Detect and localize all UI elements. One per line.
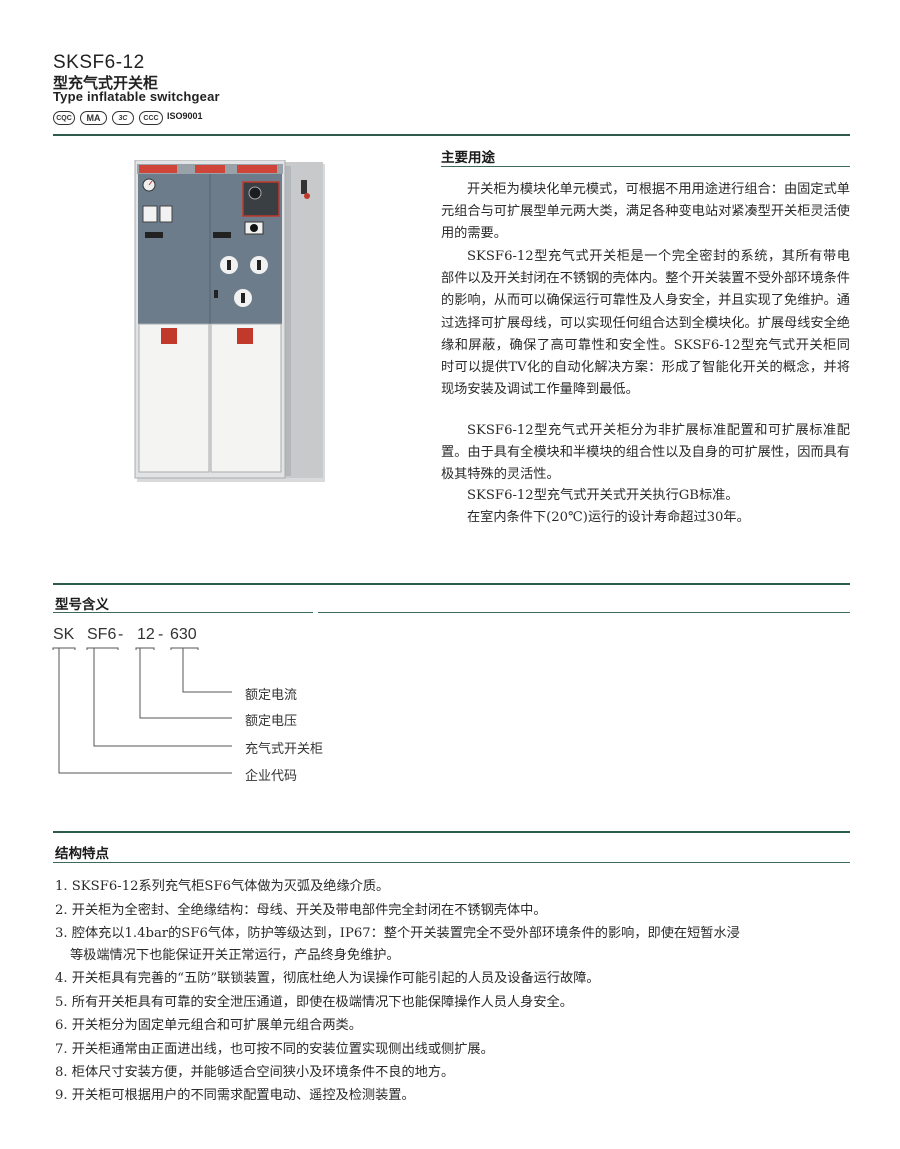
model-meaning-rule-right xyxy=(318,612,850,613)
features-title: 结构特点 xyxy=(55,846,109,862)
feature-item-5: 5. 所有开关柜具有可靠的安全泄压通道，即使在极端情况下也能保障操作人员人身安全… xyxy=(55,995,573,1010)
model-meaning-rule-left xyxy=(53,612,313,613)
usage-section-title: 主要用途 xyxy=(441,150,495,166)
code-630: 630 xyxy=(170,626,197,643)
product-title-en: Type inflatable switchgear xyxy=(53,89,220,104)
feature-item-4: 4. 开关柜具有完善的“五防”联锁装置，彻底杜绝人为误操作可能引起的人员及设备运… xyxy=(55,971,600,986)
ma-cert-icon: MA xyxy=(80,111,107,125)
header-divider xyxy=(53,134,850,136)
usage-paragraph-1: 开关柜为模块化单元模式，可根据不用用途进行组合：由固定式单元组合与可扩展型单元两… xyxy=(441,182,850,242)
feature-item-1: 1. SKSF6-12系列充气柜SF6气体做为灭弧及绝缘介质。 xyxy=(55,879,390,894)
code-sf6: SF6 xyxy=(87,626,117,643)
label-rated-voltage: 额定电压 xyxy=(245,714,298,729)
code-sk: SK xyxy=(53,626,75,643)
features-top-rule xyxy=(53,831,850,833)
feature-item-3: 3. 腔体充以1.4bar的SF6气体，防护等级达到，IP67：整个开关装置完全… xyxy=(55,926,740,941)
usage-paragraph-2: SKSF6-12型充气式开关柜是一个完全密封的系统，其所有带电部件以及开关封闭在… xyxy=(441,249,850,398)
product-title-cn: 型充气式开关柜 xyxy=(53,74,159,92)
features-rule xyxy=(53,862,850,863)
ccc-cert-icon: CCC xyxy=(139,111,163,125)
label-company-code: 企业代码 xyxy=(245,769,298,784)
3c-cert-icon: 3C xyxy=(112,111,134,125)
usage-paragraph-4: SKSF6-12型充气式开关式开关执行GB标准。 xyxy=(467,488,739,503)
feature-item-7: 7. 开关柜通常由正面进出线，也可按不同的安装位置实现侧出线或侧扩展。 xyxy=(55,1042,494,1057)
feature-item-8: 8. 柜体尺寸安装方便，并能够适合空间狭小及环境条件不良的地方。 xyxy=(55,1065,455,1080)
usage-divider xyxy=(441,166,850,167)
cqc-cert-icon: CQC xyxy=(53,111,75,125)
model-meaning-top-rule xyxy=(53,583,850,585)
label-gas-switchgear: 充气式开关柜 xyxy=(245,742,324,757)
product-model: SKSF6-12 xyxy=(53,52,145,73)
feature-item-2: 2. 开关柜为全密封、全绝缘结构：母线、开关及带电部件完全封闭在不锈钢壳体中。 xyxy=(55,903,547,918)
usage-paragraph-3: SKSF6-12型充气式开关柜分为非扩展标准配置和可扩展标准配置。由于具有全模块… xyxy=(441,423,850,483)
model-code-bracket-lines xyxy=(52,647,232,774)
switchgear-photo xyxy=(134,160,325,482)
feature-item-6: 6. 开关柜分为固定单元组合和可扩展单元组合两类。 xyxy=(55,1018,362,1033)
usage-paragraph-5: 在室内条件下(20℃)运行的设计寿命超过30年。 xyxy=(467,510,750,525)
label-rated-current: 额定电流 xyxy=(245,688,298,703)
code-dash-1: - xyxy=(118,626,124,643)
code-dash-2: - xyxy=(158,626,164,643)
feature-item-3-cont: 等极端情况下也能保证开关正常运行，产品终身免维护。 xyxy=(70,948,400,963)
model-meaning-title: 型号含义 xyxy=(55,597,109,613)
feature-item-9: 9. 开关柜可根据用户的不同需求配置电动、遥控及检测装置。 xyxy=(55,1088,415,1103)
iso9001-label: ISO9001 xyxy=(167,111,203,121)
code-12: 12 xyxy=(137,626,155,643)
